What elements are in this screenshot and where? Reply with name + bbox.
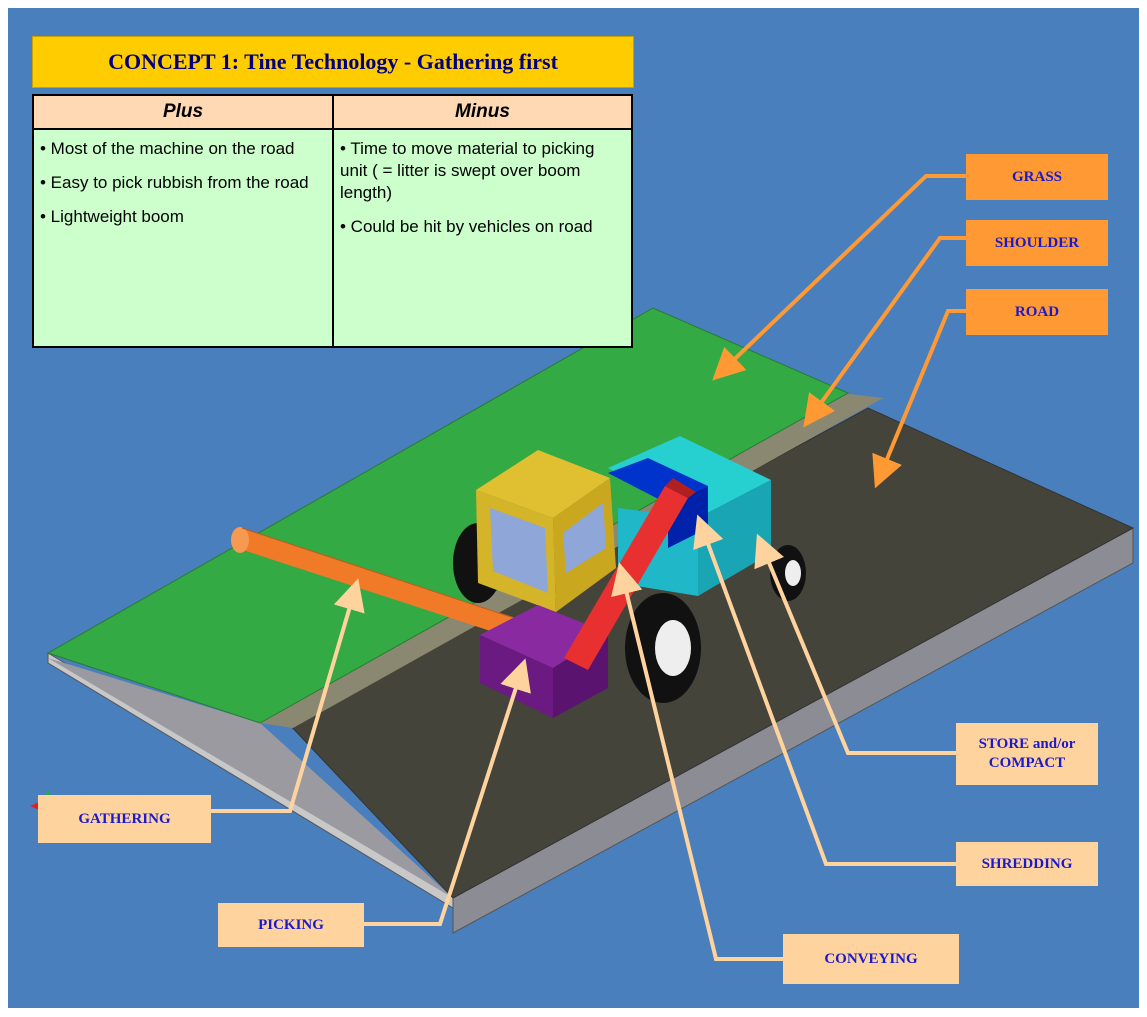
label-store-compact: STORE and/or COMPACT [956, 723, 1098, 785]
cab-window-front [490, 508, 548, 593]
concept-title: CONCEPT 1: Tine Technology - Gathering f… [32, 36, 634, 88]
minus-item: • Could be hit by vehicles on road [340, 217, 593, 236]
label-conveying: CONVEYING [783, 934, 959, 984]
label-shredding: SHREDDING [956, 842, 1098, 886]
embankment-slope [48, 658, 453, 898]
arrow-shredding [693, 514, 956, 866]
arrow-grass [712, 174, 966, 381]
label-store-line2: COMPACT [988, 755, 1066, 771]
grass-area [46, 307, 850, 724]
label-picking: PICKING [218, 903, 364, 947]
road-machine-scene [30, 174, 1135, 961]
arrow-road [872, 309, 966, 489]
label-grass: GRASS [966, 154, 1108, 200]
plus-header: Plus [34, 96, 334, 130]
storage-body-top [608, 436, 771, 518]
label-gathering: GATHERING [38, 795, 211, 843]
minus-list: • Time to move material to picking unit … [334, 130, 631, 346]
plus-minus-table: Plus Minus • Most of the machine on the … [32, 94, 633, 348]
plus-list: • Most of the machine on the road • Easy… [34, 130, 334, 346]
arrow-gathering [211, 578, 365, 813]
gathering-boom [240, 528, 522, 640]
label-road: ROAD [966, 289, 1108, 335]
terrain-block [46, 307, 1135, 934]
plus-item: • Easy to pick rubbish from the road [40, 173, 309, 192]
minus-header: Minus [334, 96, 631, 130]
plus-item: • Most of the machine on the road [40, 139, 295, 158]
plus-item: • Lightweight boom [40, 207, 184, 226]
cab-top [476, 450, 610, 518]
minus-item: • Time to move material to picking unit … [340, 139, 595, 202]
diagram-canvas: CONCEPT 1: Tine Technology - Gathering f… [8, 8, 1139, 1008]
arrow-shoulder [803, 236, 966, 428]
label-shoulder: SHOULDER [966, 220, 1108, 266]
cab-window-side [563, 503, 606, 573]
surface-arrows [712, 174, 966, 489]
arrow-store [754, 533, 956, 755]
label-store-line1: STORE and/or [978, 736, 1076, 752]
arrow-conveying [611, 562, 783, 961]
machine-arrows [211, 514, 956, 961]
arrow-picking [364, 658, 531, 926]
